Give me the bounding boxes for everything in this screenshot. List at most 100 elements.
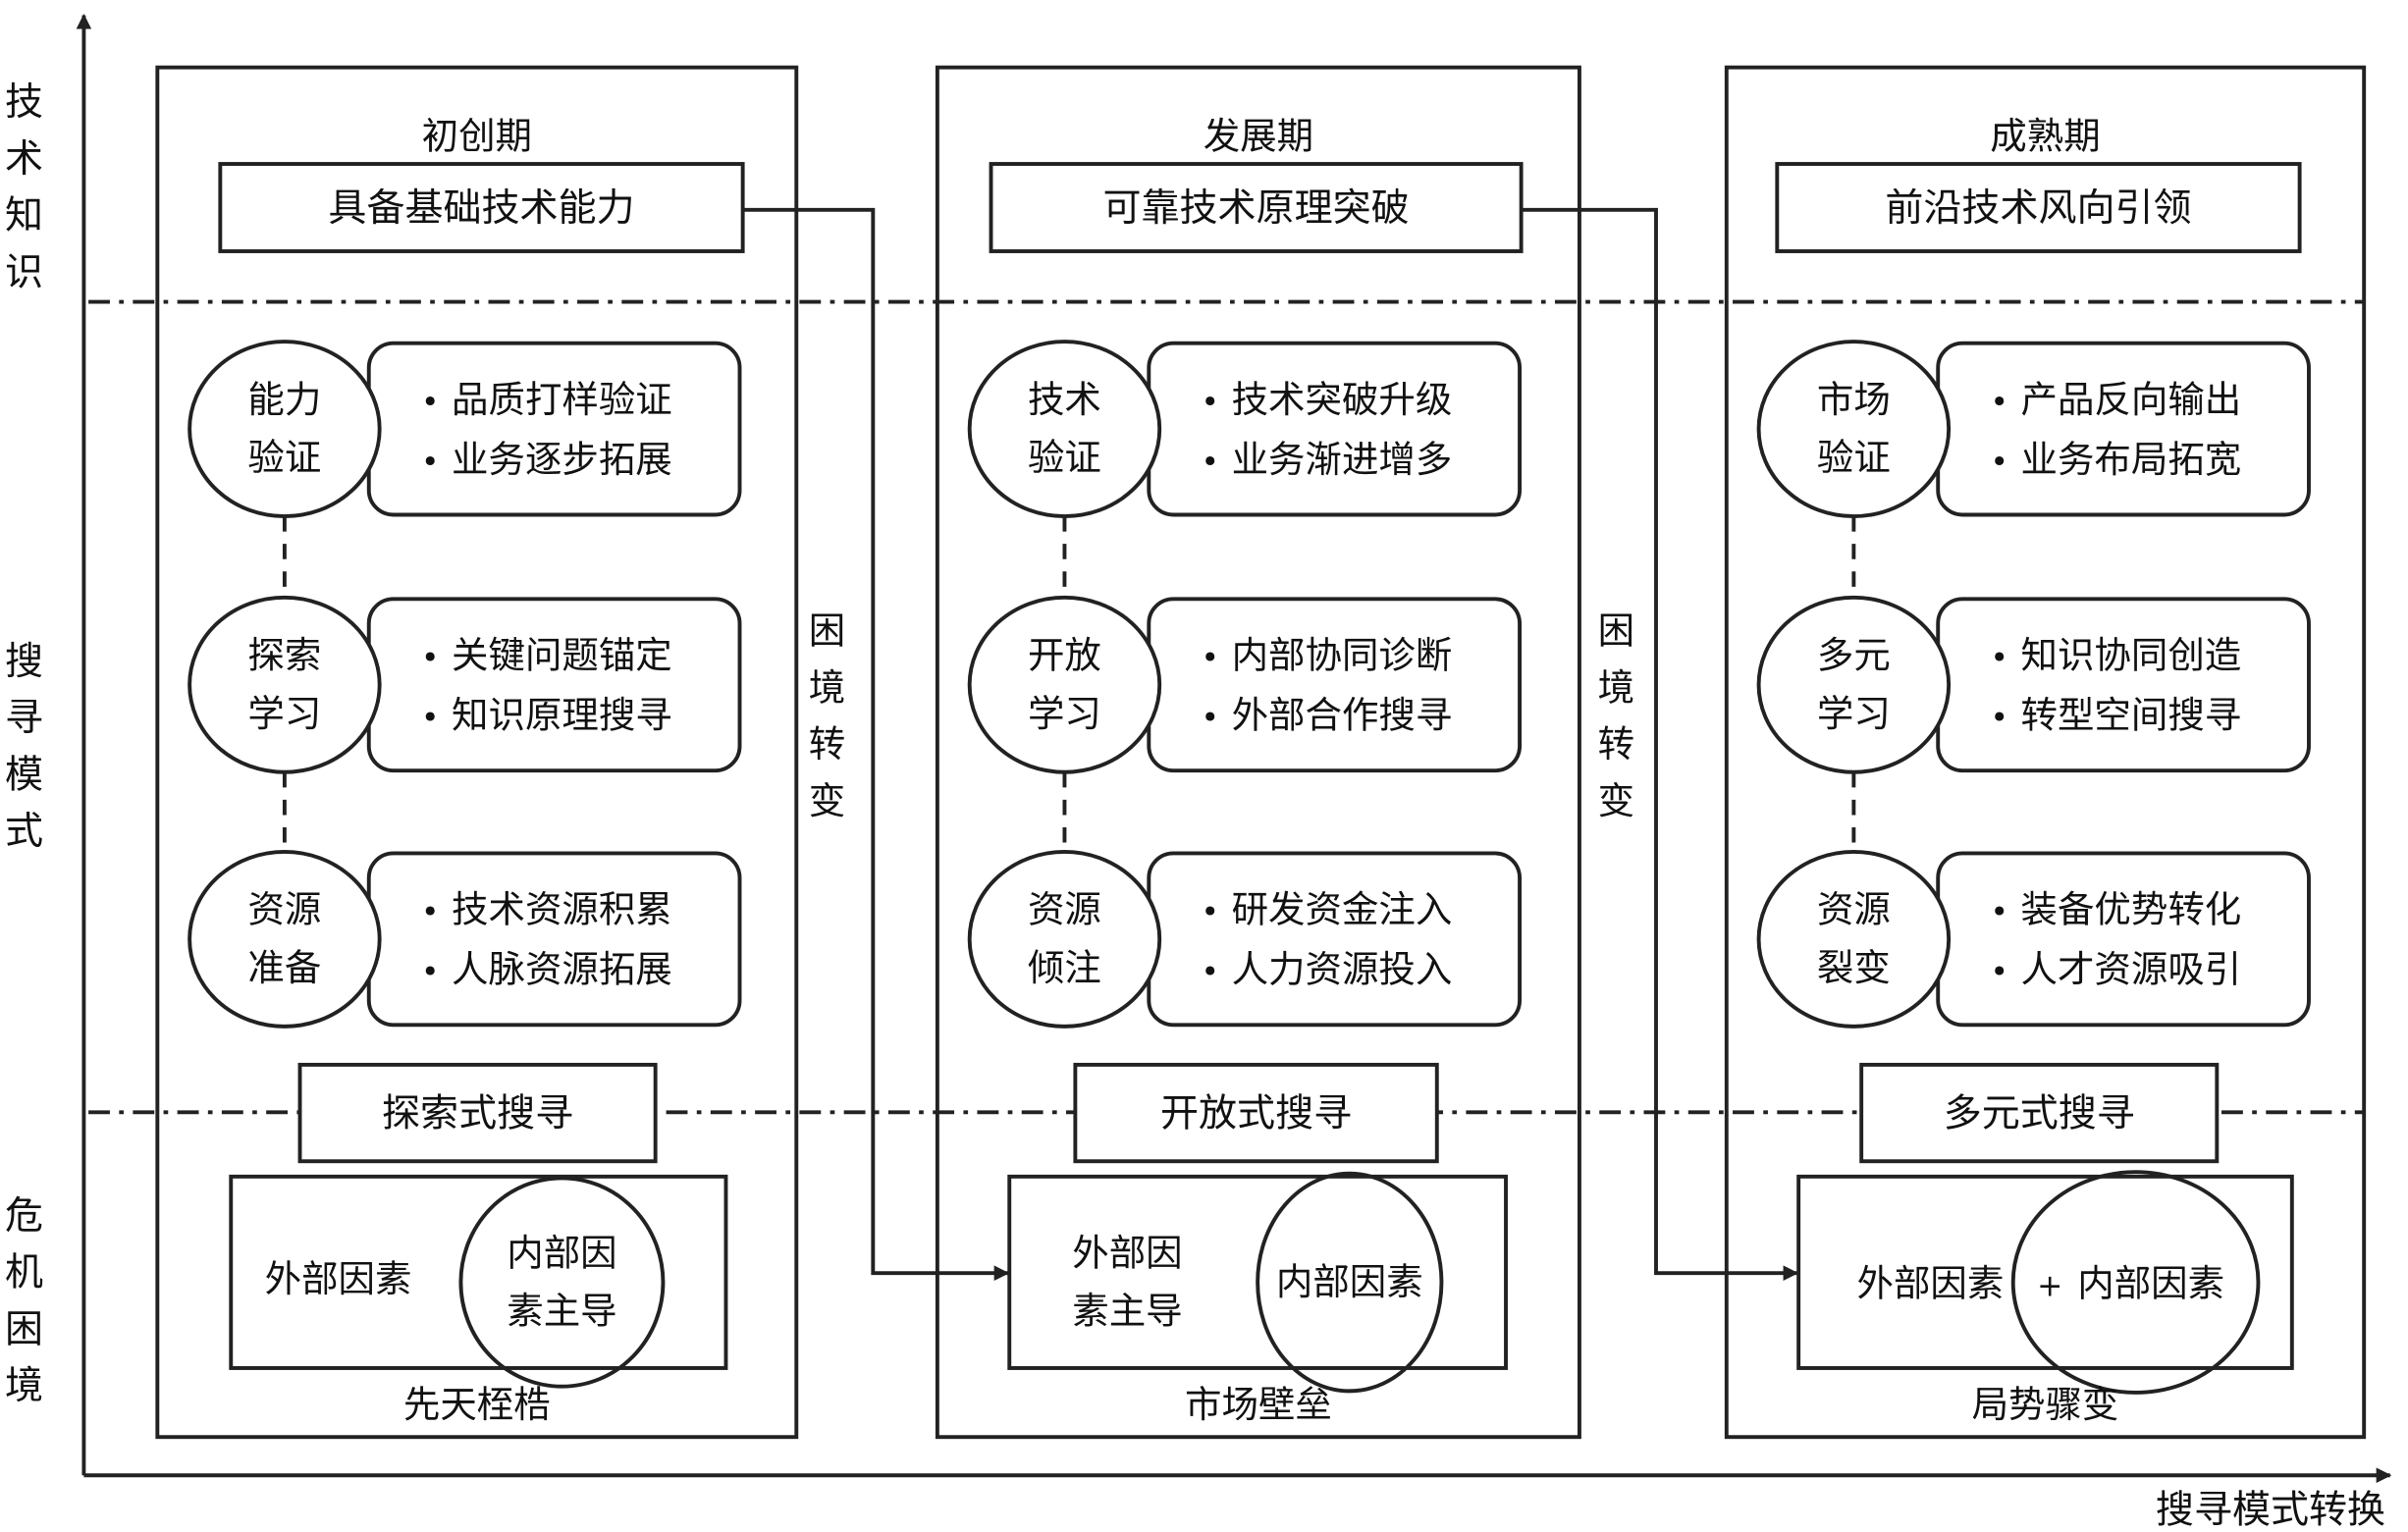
y-axis-label-tech-knowledge-char: 术 [5,137,43,182]
y-axis-label-search-mode-char: 搜 [5,640,43,684]
y-axis-label-crisis-char: 境 [5,1364,43,1408]
transition-label-char: 转 [809,722,845,766]
transition-label-char: 变 [1598,779,1634,822]
tech-knowledge-box [1775,162,2302,253]
mechanism-detail-box [1147,851,1523,1028]
mechanism-detail-item: 业务逐步拓展 [452,438,672,481]
transition-label-bg [1594,600,1638,816]
mechanism-detail-item: 业务渐进增多 [1232,438,1453,481]
crisis-label: 市场壁垒 [1185,1383,1332,1426]
bullet-icon: • [1990,445,2007,480]
mechanism-detail-box [1147,341,1523,517]
search-mode-box [1073,1062,1439,1164]
mechanism-name-line2: 验证 [1028,436,1101,479]
mechanism-ellipse [1756,849,1952,1029]
tech-knowledge-text: 前沿技术风向引领 [1885,186,2191,231]
transition-label-char: 境 [809,665,845,709]
mechanism-detail-item: 人脉资源拓展 [452,948,672,991]
stage-title: 发展期 [1204,114,1313,157]
mechanism-name-line1: 资源 [247,888,321,931]
mechanism-detail-item: 装备优势转化 [2021,888,2242,931]
mechanism-detail-item: 内部协同诊断 [1232,634,1453,677]
transition-arrow [1523,207,1799,1281]
mechanism-detail-item: 业务布局拓宽 [2021,438,2242,481]
stage-panel-border [155,65,799,1440]
stage-panel: 成熟期前沿技术风向引领市场验证•产品反向输出•业务布局拓宽多元学习•知识协同创造… [1724,65,2367,1440]
search-mode-text: 探索式搜寻 [382,1091,573,1136]
mechanism-ellipse [1756,595,1952,774]
y-axis-label-search-mode-char: 寻 [5,697,43,741]
mechanism-detail-item: 人力资源投入 [1232,948,1453,991]
bullet-icon: • [421,445,439,480]
mechanism-detail-box [366,851,742,1028]
mechanism-ellipse [967,849,1162,1029]
mechanism-detail-item: 人才资源吸引 [2021,948,2242,991]
crisis-inner-ellipse [1256,1171,1444,1394]
mechanism-detail-item: 品质打样验证 [452,378,672,421]
mechanism-name-line2: 准备 [247,946,321,989]
stage-panel: 初创期具备基础技术能力能力验证•品质打样验证•业务逐步拓展探索学习•关键问题锚定… [155,65,799,1440]
crisis-external-factor-line1: 外部因 [1072,1231,1182,1274]
mechanism-detail-item: 知识原理搜寻 [452,693,672,736]
mechanism-detail-item: 知识协同创造 [2021,634,2242,677]
y-axis-label-crisis-char: 机 [5,1251,43,1295]
mechanism-name-line2: 倾注 [1028,946,1101,989]
mechanism-name-line2: 验证 [247,436,321,479]
mechanism-detail-item: 技术资源积累 [452,888,672,931]
search-mode-text: 开放式搜寻 [1160,1091,1352,1136]
y-axis-label-search-mode-char: 式 [5,810,43,854]
mechanism-name-line1: 资源 [1028,888,1101,931]
bullet-icon: • [1202,700,1219,735]
mechanism-name-line2: 学习 [1028,692,1101,735]
crisis-external-factor: 外部因素 [265,1257,412,1300]
crisis-internal-factor: 内部因素 [1276,1260,1423,1303]
bullet-icon: • [421,641,439,676]
stage-panel-border [935,65,1581,1440]
search-mode-text: 多元式搜寻 [1944,1091,2135,1136]
y-axis-label-crisis-char: 危 [5,1194,43,1239]
bullet-icon: • [421,955,439,990]
mechanism-ellipse [187,595,382,774]
transition-label-bg [805,600,849,816]
bullet-icon: • [421,700,439,735]
crisis-internal-factor: 内部因素 [2077,1262,2224,1305]
y-axis-label-crisis-char: 困 [5,1307,43,1351]
x-axis-label: 搜寻模式转换 [2156,1489,2385,1532]
bullet-icon: • [1990,385,2007,420]
tech-knowledge-box [989,162,1524,253]
crisis-external-factor: 外部因素 [1856,1262,2004,1305]
tech-knowledge-text: 具备基础技术能力 [328,186,634,231]
y-axis-label-tech-knowledge-char: 识 [5,250,43,294]
search-mode-box [297,1062,658,1164]
tech-knowledge-text: 可靠技术原理突破 [1103,186,1410,231]
mechanism-name-line2: 学习 [247,692,321,735]
bullet-icon: • [421,385,439,420]
mechanism-name-line2: 学习 [1817,692,1891,735]
mechanism-name-line1: 探索 [247,634,321,677]
mechanism-name-line1: 多元 [1817,634,1891,677]
mechanism-name-line2: 验证 [1817,436,1891,479]
bullet-icon: • [421,895,439,930]
crisis-inner-ellipse [458,1176,666,1389]
stage-panel: 发展期可靠技术原理突破技术验证•技术突破升级•业务渐进增多开放学习•内部协同诊断… [935,65,1581,1440]
bullet-icon: • [1202,445,1219,480]
mechanism-ellipse [967,340,1162,519]
stage-title: 初创期 [422,114,532,157]
bullet-icon: • [1202,641,1219,676]
mechanism-detail-box [1147,597,1523,773]
transition-label-char: 变 [809,779,845,822]
bullet-icon: • [1202,955,1219,990]
mechanism-detail-box [366,597,742,773]
bullet-icon: • [1202,385,1219,420]
mechanism-detail-item: 研发资金注入 [1232,888,1453,931]
